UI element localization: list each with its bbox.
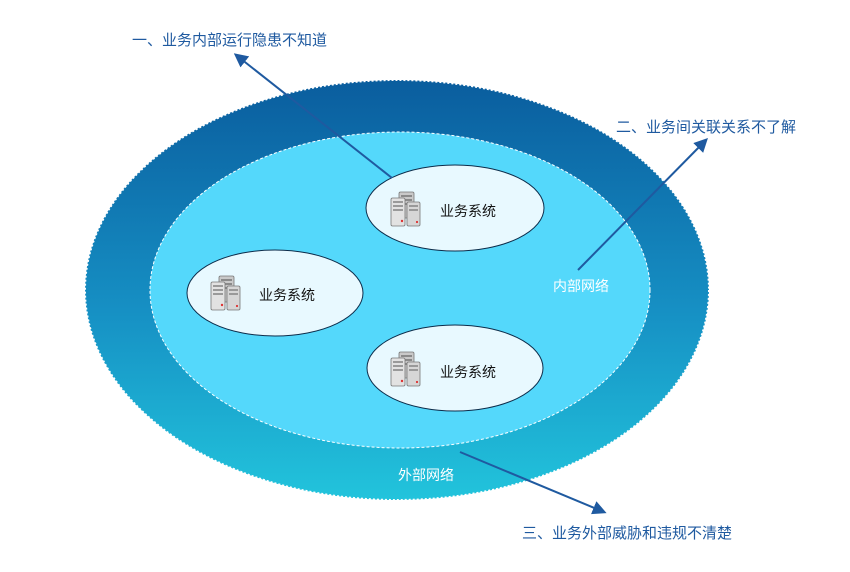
callout-arrow-3 <box>459 451 607 515</box>
system-label-3: 业务系统 <box>440 365 496 381</box>
callout-external-threat: 三、业务外部威胁和违规不清楚 <box>522 524 733 542</box>
external-network-label: 外部网络 <box>398 468 454 484</box>
callout-arrow-2 <box>577 138 708 271</box>
callout-internal-risk: 一、业务内部运行隐患不知道 <box>132 31 328 49</box>
internal-network-label: 内部网络 <box>553 279 609 295</box>
system-label-1: 业务系统 <box>440 204 496 220</box>
callout-relation: 二、业务间关联关系不了解 <box>616 118 797 136</box>
system-node-1 <box>365 164 545 252</box>
system-node-2 <box>186 249 364 337</box>
system-label-2: 业务系统 <box>259 288 315 304</box>
system-node-3 <box>366 324 544 412</box>
callout-arrow-1 <box>233 53 393 179</box>
